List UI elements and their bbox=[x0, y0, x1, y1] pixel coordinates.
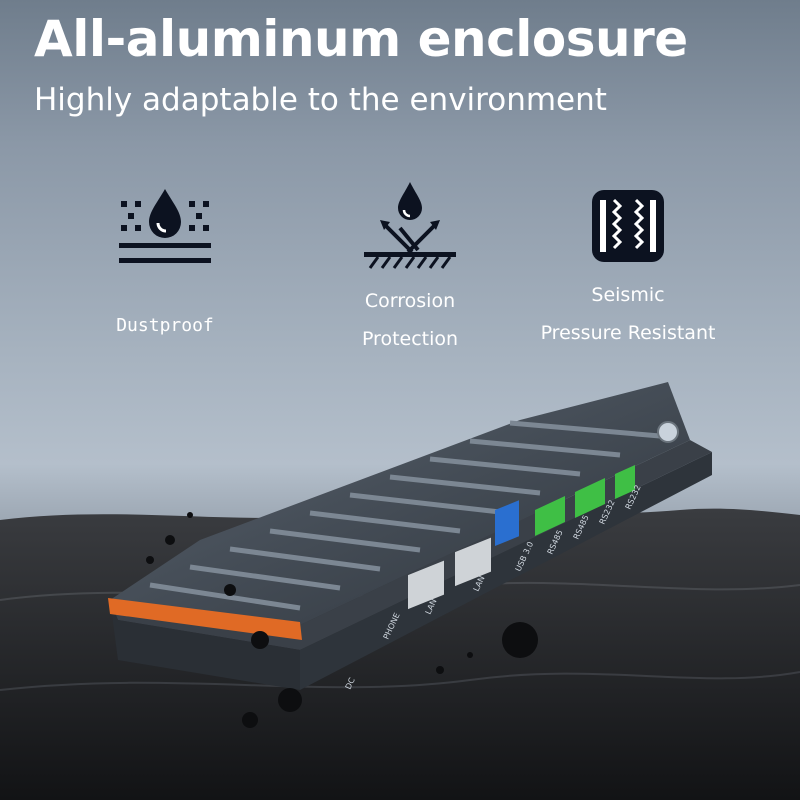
dustproof-icon bbox=[119, 189, 211, 263]
headline: All-aluminum enclosure bbox=[34, 10, 688, 68]
orange-accent-strip bbox=[108, 598, 302, 640]
feature-label-line-2: Pressure Resistant bbox=[540, 322, 716, 344]
feature-label-line-2: Protection bbox=[361, 328, 459, 350]
water-splash bbox=[146, 512, 538, 728]
feature-label: Dustproof bbox=[116, 315, 214, 336]
power-button bbox=[657, 421, 679, 443]
lan-port-1 bbox=[408, 560, 444, 610]
seismic-pressure-icon bbox=[592, 190, 664, 262]
subheadline: Highly adaptable to the environment bbox=[34, 82, 607, 118]
feature-label-line-1: Seismic bbox=[591, 284, 665, 306]
lan-port-2 bbox=[455, 537, 491, 587]
feature-corrosion-protection: Corrosion Protection bbox=[330, 180, 490, 358]
feature-dustproof: Dustproof bbox=[85, 185, 245, 345]
feature-label-line-1: Corrosion bbox=[364, 290, 456, 312]
device-front-panel bbox=[110, 440, 712, 650]
feature-seismic-pressure-resistant: Seismic Pressure Resistant bbox=[528, 188, 728, 352]
terminal-blocks bbox=[535, 465, 635, 536]
corrosion-protection-icon bbox=[364, 182, 456, 269]
heatsink-fins bbox=[110, 382, 690, 625]
usb-port bbox=[495, 500, 519, 547]
